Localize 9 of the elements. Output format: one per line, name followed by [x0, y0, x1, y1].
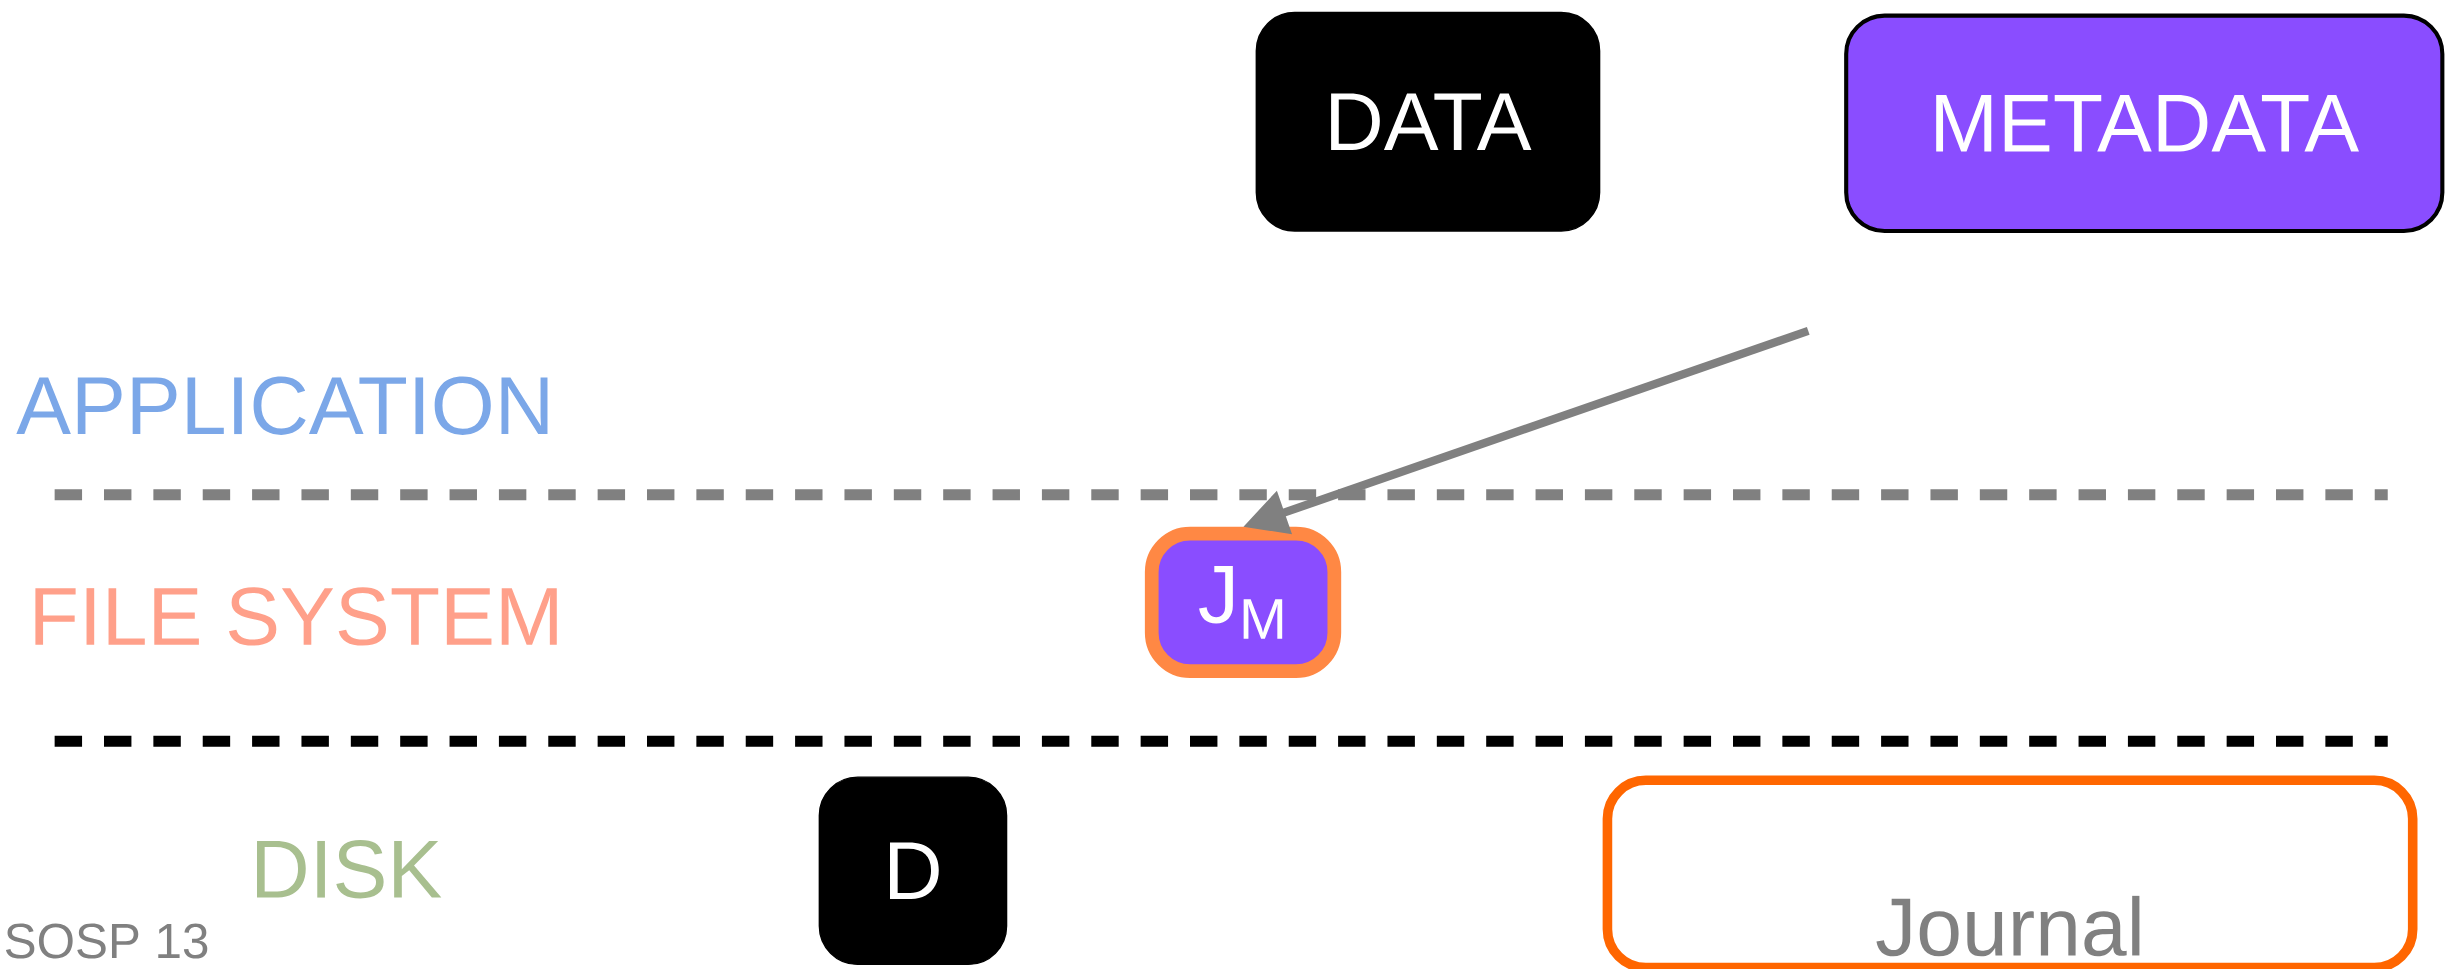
filesystem-layer-label: FILE SYSTEM	[35, 587, 557, 646]
data-block: DATA	[1255, 11, 1601, 232]
journal-metadata-block: J$_{M}$	[1144, 526, 1342, 678]
metadata-block: METADATA	[1844, 13, 2445, 233]
venue-label: SOSP 13	[5, 923, 208, 959]
disk-layer-label: DISK	[257, 840, 442, 899]
journal-area: Journal	[1602, 775, 2418, 969]
disk-data-block: D	[818, 776, 1008, 966]
application-layer-label: APPLICATION	[16, 376, 548, 435]
